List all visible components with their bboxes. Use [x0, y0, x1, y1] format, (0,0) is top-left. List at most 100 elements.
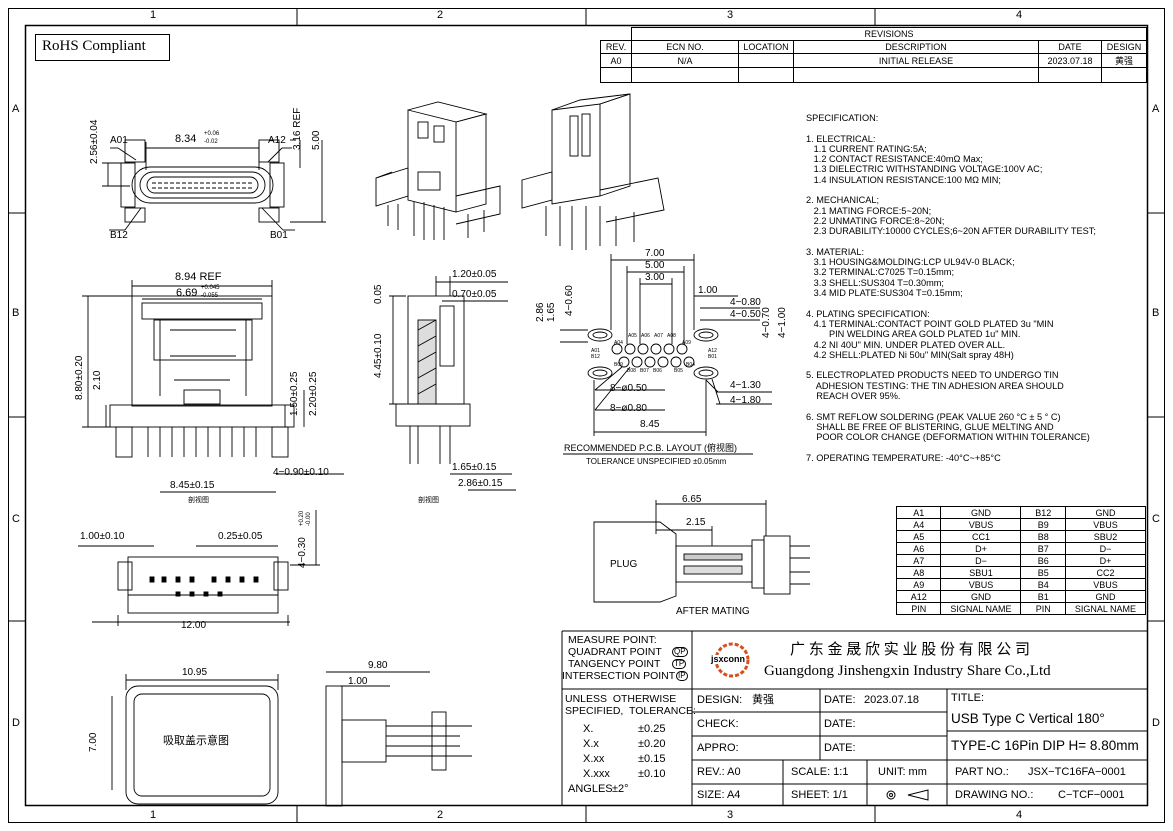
rohs-label: RoHS Compliant: [42, 38, 146, 54]
dim-6-69-tol-up: +0.045: [201, 285, 220, 291]
spec-line: 3.1 HOUSING&MOLDING:LCP UL94V-0 BLACK;: [806, 257, 1015, 268]
row-label-a: A: [12, 103, 20, 115]
tangency-point-label: TANGENCY POINT: [568, 658, 661, 670]
signal-cell: VBUS: [1064, 518, 1147, 531]
drawing-title-line1: USB Type C Vertical 180°: [951, 711, 1105, 726]
dim-0-70: 0.70±0.05: [452, 289, 497, 300]
pcb-dim-4-1-80: 4−1.80: [730, 395, 761, 406]
signal-cell: D−: [1064, 542, 1147, 555]
signal-cell: GND: [1064, 506, 1147, 519]
dim-12-00: 12.00: [181, 620, 207, 631]
description-header: DESCRIPTION: [793, 40, 1039, 54]
front-view: [102, 139, 326, 231]
dim-9-80: 9.80: [368, 660, 388, 671]
col-label-4: 4: [1016, 9, 1023, 21]
pin-cell: B1: [1020, 590, 1066, 603]
date-label-2: DATE:: [824, 718, 856, 730]
tp-badge: TP: [672, 659, 687, 669]
spec-line: 3.4 MID PLATE:SUS304 T=0.15mm;: [806, 288, 963, 299]
pin-cell: B5: [1020, 566, 1066, 579]
pin-cell: A1: [895, 506, 942, 519]
pcb-dim-5-00: 5.00: [645, 260, 665, 271]
pcb-pin-a05: A05: [628, 333, 637, 339]
pcb-dim-4-0-70: 4−0.70: [761, 307, 772, 338]
section-view: [389, 276, 516, 491]
sheet-label: SHEET: 1/1: [791, 789, 848, 801]
signal-cell: VBUS: [1064, 578, 1147, 591]
dim-5-00: 5.00: [311, 130, 322, 150]
dim-7-00-cap: 7.00: [88, 732, 99, 752]
row-label-c: C: [12, 513, 20, 525]
rev-header: REV.: [600, 40, 632, 54]
ecn-header: ECN NO.: [631, 40, 739, 54]
unit-label: UNIT: mm: [878, 766, 927, 778]
tolerance-value: ±0.25: [638, 723, 666, 735]
signal-cell: SBU1: [940, 566, 1022, 579]
spec-title: SPECIFICATION:: [806, 113, 879, 123]
revisions-title: REVISIONS: [631, 27, 1147, 41]
dim-8-34: 8.34: [175, 133, 197, 145]
signal-cell: CC2: [1064, 566, 1147, 579]
row-label-d-right: D: [1152, 717, 1160, 729]
spec-line: 7. OPERATING TEMPERATURE: -40°C~+85°C: [806, 452, 1001, 463]
pin-cell: A4: [895, 518, 942, 531]
ecn-value: N/A: [631, 53, 739, 68]
date-value: 2023.07.18: [1038, 53, 1102, 68]
spec-line: 5. ELECTROPLATED PRODUCTS NEED TO UNDERG…: [806, 370, 1059, 381]
pcb-tolerance: TOLERANCE UNSPECIFIED ±0.05mm: [586, 457, 727, 466]
measure-point-label: MEASURE POINT:: [568, 634, 657, 646]
signal-cell: D+: [1064, 554, 1147, 567]
pcb-pin-a12: A12: [708, 348, 717, 354]
iso-view-1: [375, 101, 501, 240]
tolerance-key: X.x: [583, 738, 599, 750]
pin-cell: B12: [1020, 506, 1066, 519]
label-a01: A01: [110, 135, 128, 146]
spec-line: SHALL BE FREE OF BLISTERING, GLUE MELTIN…: [806, 421, 1054, 432]
dim-2-10: 2.10: [92, 370, 103, 390]
pick-cap-side: [325, 671, 472, 807]
label-b01: B01: [270, 230, 288, 241]
after-mating-caption: AFTER MATING: [676, 606, 750, 617]
dim-4-0-30-tol-up: +0.20: [299, 510, 305, 526]
design-value: 黄强: [752, 694, 774, 706]
design-value: 黄强: [1101, 53, 1147, 68]
spec-line: PIN WELDING AREA GOLD PLATED 1u" MIN.: [806, 329, 1021, 340]
dim-8-94-ref: 8.94 REF: [175, 271, 222, 283]
pcb-pin-a01: A01: [591, 348, 600, 354]
after-mating-view: [593, 500, 810, 603]
date-label-1: DATE:: [824, 694, 856, 706]
pin-cell: B4: [1020, 578, 1066, 591]
section-label-1: 剖视图: [188, 497, 209, 504]
pcb-dim-8-0-50: 8−ø0.50: [610, 383, 647, 394]
pcb-dim-7-00: 7.00: [645, 248, 665, 259]
pcb-dim-4-0-50: 4−0.50: [730, 309, 761, 320]
spec-line: [806, 360, 1156, 370]
signal-cell: GND: [940, 506, 1022, 519]
spec-line: 4.1 TERMINAL:CONTACT POINT GOLD PLATED 3…: [806, 318, 1054, 329]
bottom-view: [78, 510, 320, 626]
tolerance-key: X.: [583, 723, 594, 735]
dim-3-16-ref: 3.16 REF: [292, 107, 303, 150]
spec-line: [806, 298, 1156, 308]
dim-2-20: 2.20±0.25: [308, 371, 319, 416]
pin-cell: A12: [895, 590, 942, 603]
spec-line: 2. MECHANICAL;: [806, 195, 880, 206]
label-b12: B12: [110, 230, 128, 241]
pcb-pin-b07: B07: [640, 368, 649, 374]
pin-cell: A8: [895, 566, 942, 579]
signal-cell: GND: [1064, 590, 1147, 603]
signal-cell: VBUS: [940, 578, 1022, 591]
pin-header-1: PIN: [895, 602, 942, 615]
col-label-2-bottom: 2: [437, 809, 444, 821]
spec-line: 3. MATERIAL:: [806, 246, 865, 257]
pin-cell: A6: [895, 542, 942, 555]
spec-line: POOR COLOR CHANGE (DEFORMATION WITHIN TO…: [806, 432, 1090, 443]
side-view: [82, 280, 344, 493]
row-label-d: D: [12, 717, 20, 729]
label-a12: A12: [268, 135, 286, 146]
location-header: LOCATION: [738, 40, 794, 54]
plug-label: PLUG: [610, 559, 638, 570]
